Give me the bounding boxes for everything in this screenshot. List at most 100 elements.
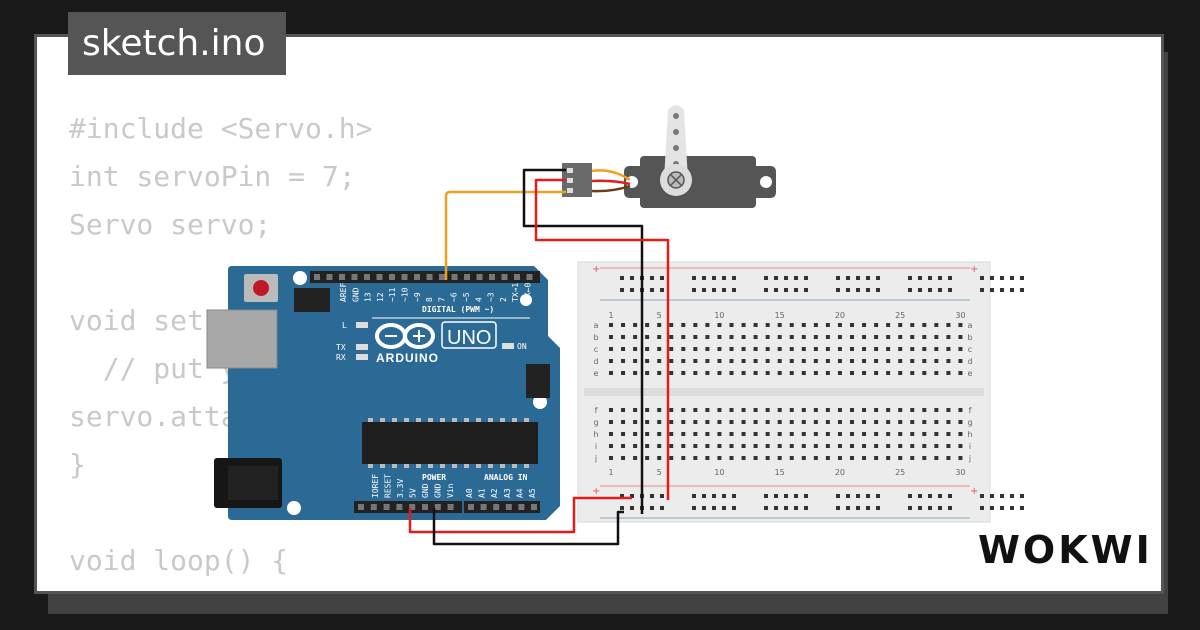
digital-pin-label: AREF (339, 283, 348, 302)
rx-led (356, 354, 368, 360)
arduino-logo (375, 323, 435, 349)
breadboard-row-letter: j (968, 454, 971, 463)
mount-hole (533, 395, 547, 409)
icsp-header (294, 288, 330, 312)
breadboard-row-letter: c (968, 345, 972, 354)
analog-pin-label: A1 (478, 488, 487, 498)
plus-marker: + (970, 264, 978, 275)
servo-motor[interactable] (562, 105, 776, 208)
breadboard-row-letter: i (595, 442, 597, 451)
digital-label: DIGITAL (PWM ~) (422, 305, 494, 314)
atmega-chip (362, 422, 538, 464)
analog-pin-label: A0 (465, 488, 474, 498)
servo-horn (664, 105, 688, 180)
breadboard-column-number: 30 (955, 311, 965, 320)
brand-text: ARDUINO (376, 351, 439, 365)
plus-marker: + (592, 486, 600, 497)
breadboard-column-number: 5 (657, 468, 662, 477)
breadboard-column-number: 20 (835, 311, 845, 320)
breadboard-column-number: 15 (775, 311, 785, 320)
analog-header (464, 501, 540, 513)
rx-led-label: RX (336, 353, 346, 362)
tx-led (356, 344, 368, 350)
ground-wire-arduino[interactable] (432, 508, 624, 546)
file-tab[interactable]: sketch.ino (68, 12, 286, 75)
breadboard-column-number: 15 (775, 468, 785, 477)
mount-hole (293, 271, 307, 285)
breadboard-column-number: 5 (657, 311, 662, 320)
digital-pin-label: 2 (499, 297, 508, 302)
l-led-label: L (342, 321, 347, 330)
analog-pin-label: A2 (490, 488, 499, 498)
wires (408, 168, 670, 546)
mount-hole (287, 501, 301, 515)
digital-pin-label: RX←0 (524, 283, 533, 302)
code-line: int servoPin = 7; (69, 160, 356, 193)
breadboard-row-letter: e (594, 369, 599, 378)
servo-power-lead (591, 179, 631, 186)
breadboard-column-number: 1 (608, 311, 613, 320)
power-pin-label: RESET (384, 474, 393, 498)
power-pin-label: Vin (446, 483, 455, 498)
breadboard-column-number: 20 (835, 468, 845, 477)
breadboard-row-letter: a (968, 321, 973, 330)
wokwi-logo: WOKWI (978, 528, 1153, 572)
icsp-header (526, 364, 550, 398)
breadboard-row-letter: b (593, 333, 598, 342)
code-line: } (69, 448, 86, 481)
servo-connector (562, 163, 592, 197)
breadboard-column-number: 10 (714, 468, 724, 477)
breadboard-row-letter: h (967, 430, 972, 439)
breadboard-column-number: 10 (714, 311, 724, 320)
breadboard-column-number: 1 (608, 468, 613, 477)
code-line: #include <Servo.h> (69, 112, 373, 145)
digital-pin-label: 4 (474, 297, 483, 302)
digital-pin-label: ~3 (487, 292, 496, 302)
power-header (354, 501, 462, 513)
signal-wire[interactable] (444, 190, 566, 280)
digital-pin-label: ~6 (450, 292, 459, 302)
usb-port (206, 309, 278, 369)
digital-pin-label: ~10 (401, 287, 410, 302)
mount-hole (520, 294, 532, 306)
breadboard-row-letter: g (593, 418, 598, 427)
tx-led-label: TX (336, 343, 346, 352)
breadboard-row-letter: j (594, 454, 597, 463)
digital-pin-label: 13 (364, 292, 373, 302)
breadboard-row-letter: a (594, 321, 599, 330)
digital-pin-label: 8 (425, 297, 434, 302)
analog-pin-label: A5 (528, 488, 537, 498)
digital-pin-label: ~11 (388, 287, 397, 302)
plus-marker: + (592, 264, 600, 275)
digital-pin-label: ~5 (462, 292, 471, 302)
power-pin-label: IOREF (371, 474, 380, 498)
breadboard-column-number: 25 (895, 468, 905, 477)
breadboard-row-letter: g (967, 418, 972, 427)
servo-signal-lead (591, 169, 631, 182)
model-text: UNO (447, 327, 491, 349)
l-led (356, 322, 368, 328)
breadboard-column-number: 25 (895, 311, 905, 320)
digital-pin-label: GND (351, 287, 360, 302)
breadboard-row-letter: f (969, 406, 972, 415)
breadboard-column-number: 30 (955, 468, 965, 477)
analog-label: ANALOG IN (484, 473, 528, 482)
servo-ground-lead (591, 184, 631, 193)
breadboard-row-letter: h (593, 430, 598, 439)
power-pin-label: GND (421, 483, 430, 498)
on-led (502, 343, 514, 349)
power-wire-5v[interactable] (408, 496, 632, 534)
power-pin-label: 3.3V (396, 479, 405, 498)
power-pin-label: 5V (409, 488, 418, 498)
breadboard-row-letter: c (594, 345, 598, 354)
analog-pin-label: A4 (515, 488, 524, 498)
ground-wire-servo[interactable] (522, 168, 644, 514)
power-wire-servo[interactable] (534, 178, 670, 500)
